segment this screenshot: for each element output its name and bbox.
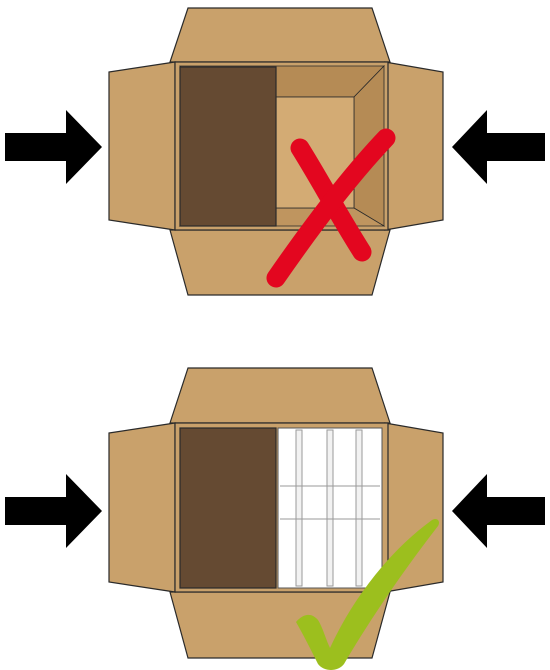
box-left-flap [108, 422, 176, 593]
arrow-left-icon [452, 110, 545, 184]
packed-item [179, 66, 277, 227]
arrow-left-icon [452, 474, 545, 548]
panel-correct [5, 367, 545, 670]
divider-insert [277, 427, 383, 589]
box-top-flap [169, 367, 391, 424]
open-cardboard-box [108, 7, 444, 296]
packed-item [179, 427, 277, 589]
arrow-right-icon [5, 110, 102, 184]
box-right-flap [384, 61, 444, 231]
box-left-flap [108, 61, 176, 231]
arrow-right-icon [5, 474, 102, 548]
green-check-icon [296, 518, 440, 670]
box-top-flap [169, 7, 391, 63]
panel-incorrect [5, 7, 545, 296]
open-cardboard-box [108, 367, 444, 659]
red-cross-icon [266, 128, 396, 288]
